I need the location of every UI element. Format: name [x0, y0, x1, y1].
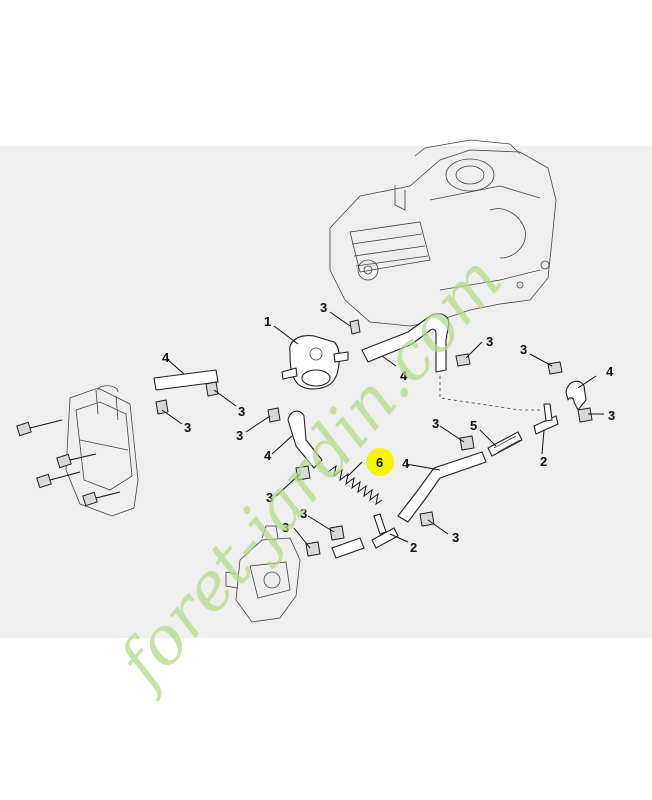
hose: [287, 410, 323, 469]
bolt: [36, 471, 81, 489]
air-filter-cover: [65, 385, 139, 517]
reference-line: [439, 376, 540, 411]
callout-label: 3: [432, 416, 439, 431]
callout-label: 4: [402, 456, 410, 471]
callout-label: 3: [184, 420, 191, 435]
carburetor: [225, 525, 301, 623]
leader-lines: [161, 311, 604, 549]
highlight-circle: [366, 448, 394, 476]
callout-label: 3: [236, 428, 243, 443]
callout-label: 6: [376, 455, 383, 470]
callout-label: 2: [410, 540, 417, 555]
bolt: [16, 419, 63, 437]
callout-label: 3: [520, 342, 527, 357]
hose: [361, 313, 450, 373]
callout-label: 3: [300, 506, 307, 521]
hose-clamp: [295, 465, 311, 481]
hose-clamp: [155, 399, 169, 415]
hose-clamp: [205, 381, 219, 397]
hose-clamp: [329, 525, 345, 541]
callout-label: 3: [608, 408, 615, 423]
callout-label: 3: [320, 300, 327, 315]
t-connector: [533, 403, 559, 435]
hose-clamp: [577, 407, 593, 423]
callout-label: 4: [606, 364, 614, 379]
callout-label: 1: [264, 314, 271, 329]
spring: [327, 464, 383, 506]
hose-clamp: [419, 511, 435, 527]
fuel-pump: [281, 335, 349, 390]
hose-clamp: [547, 361, 563, 375]
engine-block: [329, 139, 557, 327]
callout-label: 3: [238, 404, 245, 419]
diagram-background-band: [0, 146, 652, 638]
callout-label: 4: [162, 350, 170, 365]
callout-label: 3: [266, 490, 273, 505]
hose: [565, 380, 587, 411]
fuel-filter: [487, 431, 523, 457]
callout-label: 3: [282, 520, 289, 535]
hose-clamp: [267, 407, 281, 423]
callout-label: 4: [264, 448, 272, 463]
hose: [397, 451, 487, 523]
hose-clamp: [305, 541, 321, 557]
hose: [331, 537, 365, 559]
callout-label: 4: [400, 368, 408, 383]
bolt: [82, 491, 121, 507]
t-connector: [371, 513, 399, 549]
hose-clamp: [349, 319, 361, 335]
bolt: [56, 453, 97, 469]
hose-clamp: [459, 435, 475, 451]
callout-label: 3: [452, 530, 459, 545]
callout-label: 5: [470, 418, 477, 433]
hose: [153, 369, 219, 391]
callout-label: 2: [540, 454, 547, 469]
callout-label: 3: [486, 334, 493, 349]
